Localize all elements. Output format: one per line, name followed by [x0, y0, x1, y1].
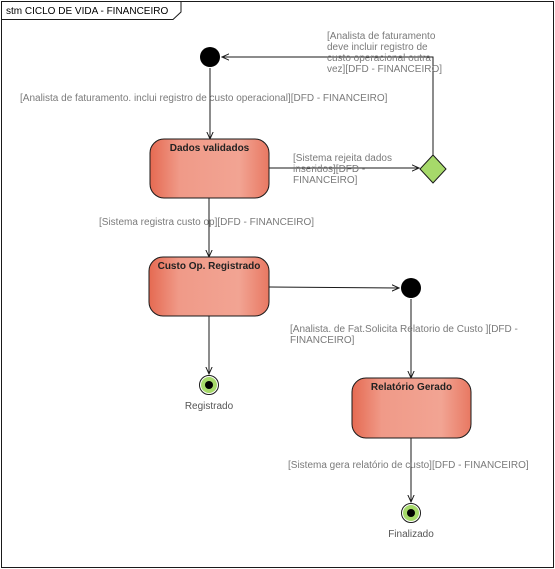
initial-node-2	[401, 278, 421, 298]
state-dados-validados: Dados validados	[149, 138, 270, 199]
final-node-registrado	[199, 375, 219, 395]
edge-loop-back	[222, 57, 434, 155]
guard-validados-to-choice: [Sistema rejeita dados inseridos][DFD - …	[293, 153, 395, 186]
final-label-registrado: Registrado	[185, 401, 234, 412]
guard-validados-to-registrado: [Sistema registra custo op][DFD - FINANC…	[99, 217, 314, 228]
state-custo-registrado: Custo Op. Registrado	[148, 256, 270, 317]
initial-node	[200, 47, 220, 67]
guard-initial-to-validados: [Analista de faturamento. inclui registr…	[20, 93, 388, 104]
final-node-finalizado	[401, 503, 421, 523]
final-label-finalizado: Finalizado	[388, 529, 434, 540]
guard-loop-back: [Analista de faturamento deve incluir re…	[327, 31, 442, 75]
frame-title: stm CICLO DE VIDA - FINANCEIRO	[6, 6, 168, 17]
edge-registrado-to-fork	[268, 287, 399, 288]
guard-relatorio-to-final: [Sistema gera relatório de custo][DFD - …	[288, 460, 529, 471]
guard-fork-to-relatorio: [Analista. de Fat.Solicita Relatorio de …	[290, 324, 521, 346]
choice-node	[419, 154, 447, 184]
frame-title-tab	[1, 1, 182, 20]
state-relatorio-gerado: Relatório Gerado	[351, 377, 472, 439]
state-label: Custo Op. Registrado	[158, 261, 261, 272]
state-label: Relatório Gerado	[371, 382, 452, 393]
state-label: Dados validados	[170, 143, 250, 154]
